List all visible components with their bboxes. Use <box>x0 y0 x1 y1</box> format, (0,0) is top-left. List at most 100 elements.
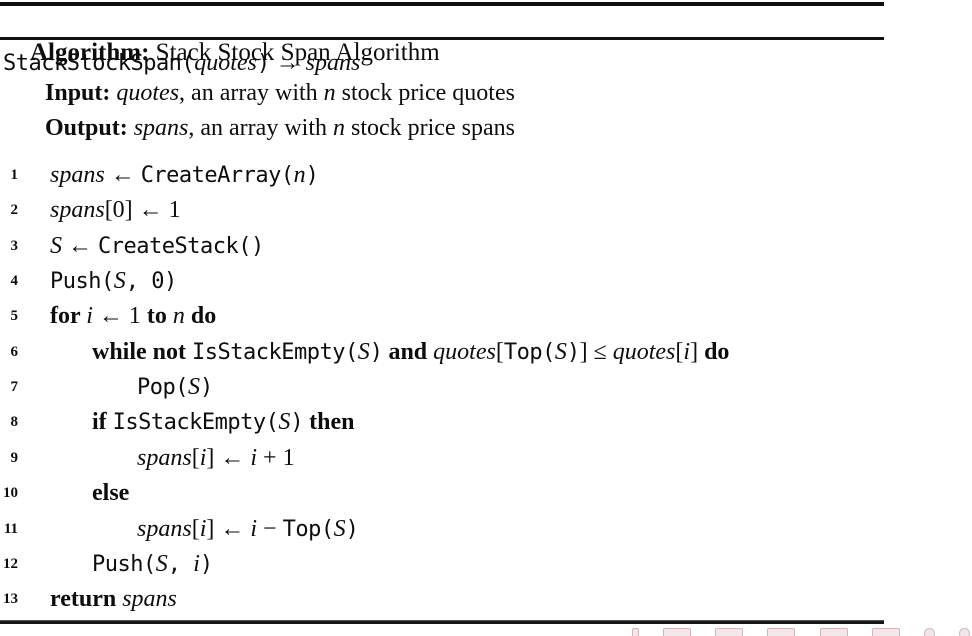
code-segment-var: spans <box>305 50 361 76</box>
line-number: 1 <box>10 167 19 183</box>
code-segment-fn: CreateArray( <box>140 163 294 188</box>
code-segment-p: ] ← <box>206 444 251 471</box>
code-segment-fn: Pop( <box>137 375 188 401</box>
code-segment-p: → <box>269 50 306 76</box>
algorithm-label: Algorithm: <box>30 39 150 66</box>
code-segment-fn: StackStockSpan( <box>3 51 195 76</box>
code-segment-fn: ) <box>199 375 213 401</box>
forward-search-icon[interactable] <box>958 628 970 636</box>
line-content: if IsStackEmpty(S) then <box>92 405 354 440</box>
code-segment-var: S <box>113 268 126 295</box>
code-segment-var: i <box>250 444 258 471</box>
code-segment-p: [ <box>191 444 200 471</box>
code-segment-var: i <box>199 515 207 542</box>
code-segment-fn: IsStackEmpty( <box>192 339 358 365</box>
line-content: StackStockSpan(quotes) → spans <box>3 46 360 81</box>
code-segment-var: n <box>172 303 185 330</box>
code-segment-kw: for <box>50 303 87 330</box>
code-segment-fn: Push( <box>50 269 114 295</box>
code-segment-p: ← <box>62 232 98 259</box>
beamer-navigation-bar <box>632 628 970 636</box>
line-number: 9 <box>10 449 19 466</box>
code-segment-p: ] <box>690 338 705 365</box>
code-segment-p: ] ← <box>206 515 251 542</box>
line-content: spans[0] ← 1 <box>50 193 181 227</box>
code-segment-fn: CreateStack() <box>98 233 264 259</box>
code-segment-var: S <box>554 338 567 365</box>
code-segment-var: i <box>86 303 93 330</box>
code-segment-var: quotes <box>612 338 676 365</box>
code-segment-var: i <box>683 338 691 365</box>
code-segment-var: spans <box>137 444 192 471</box>
code-segment-p: stock price spans <box>344 115 515 141</box>
line-content: for i ← 1 to n do <box>50 299 216 333</box>
line-number: 7 <box>10 379 19 396</box>
section-nav-icon[interactable] <box>819 628 848 636</box>
code-segment-p: ] ≤ <box>579 338 613 365</box>
code-segment-p: [ <box>675 338 684 365</box>
code-segment-p: stock price quotes <box>335 80 515 106</box>
code-segment-var: spans <box>133 115 189 141</box>
code-segment-fn: ) <box>566 339 580 365</box>
code-segment-kw: if <box>92 409 113 436</box>
algorithm-header: Algorithm: Stack Stock Span Algorithm <box>5 6 440 66</box>
code-segment-kw: and <box>388 338 428 365</box>
subsection-nav-icon[interactable] <box>767 628 796 636</box>
code-segment-p: [ <box>495 338 504 365</box>
code-segment-fn: Top( <box>503 339 555 365</box>
code-segment-var: quotes <box>116 80 180 106</box>
code-segment-kw: to <box>146 303 167 330</box>
code-segment-kw: do <box>190 303 217 330</box>
line-number: 6 <box>10 343 19 360</box>
code-segment-var: S <box>333 515 346 542</box>
line-content: spans ← CreateArray(n) <box>50 158 319 193</box>
slide-back-icon[interactable] <box>632 628 639 636</box>
line-number: 4 <box>10 273 19 290</box>
line-number: 13 <box>3 591 18 608</box>
code-segment-kw: return <box>50 586 123 613</box>
code-segment-p: , an array with <box>179 80 324 106</box>
code-segment-fn: ) <box>305 163 319 188</box>
code-segment-kw: Input: <box>45 80 111 106</box>
code-segment-var: S <box>357 338 370 365</box>
code-segment-kw: then <box>309 409 355 436</box>
line-content: spans[i] ← i + 1 <box>137 441 295 475</box>
code-segment-kw: else <box>92 480 130 507</box>
code-segment-p: [ <box>191 515 200 542</box>
code-segment-p: + 1 <box>257 444 295 471</box>
code-segment-kw: Output: <box>45 115 128 141</box>
code-segment-var: quotes <box>433 338 496 365</box>
code-segment-p: [0] ← 1 <box>104 197 181 224</box>
code-segment-kw: while not <box>92 338 193 365</box>
code-segment-var: n <box>323 80 336 106</box>
code-segment-var: spans <box>137 515 192 542</box>
line-content: Push(S, i) <box>92 547 213 582</box>
code-segment-fn: , 0) <box>125 269 177 295</box>
line-content: spans[i] ← i − Top(S) <box>137 512 359 547</box>
line-content: return spans <box>50 582 177 616</box>
code-segment-fn: ) <box>199 551 213 577</box>
header-rule <box>0 37 884 40</box>
code-segment-var: S <box>278 409 291 436</box>
code-segment-kw: do <box>704 338 730 365</box>
line-number: 8 <box>10 414 19 431</box>
code-segment-fn: IsStackEmpty( <box>112 410 279 436</box>
code-segment-p: − <box>257 515 283 542</box>
algorithm-title-text: Stack Stock Span Algorithm <box>149 39 440 66</box>
code-segment-p: , an array with <box>188 115 333 141</box>
slide-forward-icon[interactable] <box>663 628 692 636</box>
code-segment-var: spans <box>122 586 177 613</box>
code-segment-p: ← <box>104 162 141 188</box>
code-segment-var: i <box>250 515 258 542</box>
presentation-nav-icon[interactable] <box>871 628 900 636</box>
frame-nav-icon[interactable] <box>715 628 744 636</box>
code-segment-var: n <box>293 162 306 188</box>
code-segment-fn: ) <box>369 339 383 365</box>
line-content: Output: spans, an array with n stock pri… <box>45 111 515 145</box>
back-search-icon[interactable] <box>923 628 935 636</box>
code-segment-p: ← 1 <box>92 303 147 330</box>
line-content: Input: quotes, an array with n stock pri… <box>45 76 515 110</box>
line-number: 11 <box>3 520 18 537</box>
code-segment-var: quotes <box>194 50 257 76</box>
line-number: 12 <box>3 555 18 572</box>
